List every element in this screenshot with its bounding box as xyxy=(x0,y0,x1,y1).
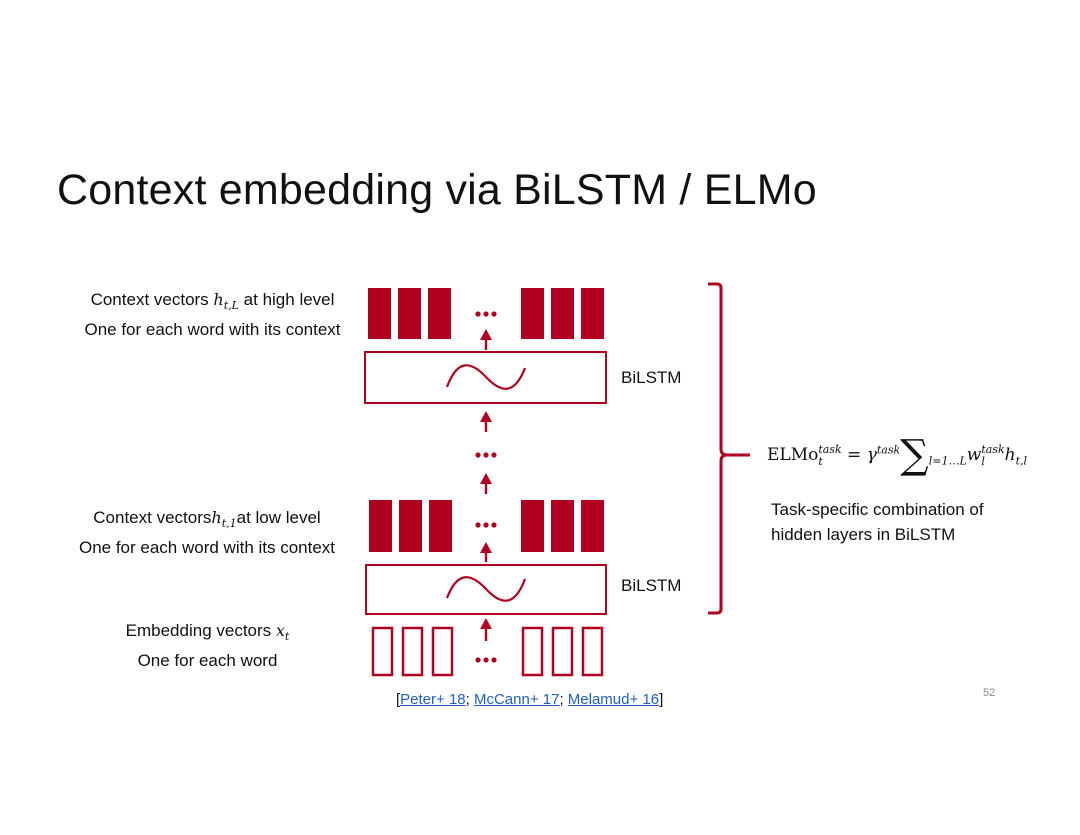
ellipsis-dots-embed xyxy=(475,657,497,663)
embedding-label: Embedding vectors xt One for each word xyxy=(100,619,315,673)
low-level-label-line1: Context vectorsht,1at low level xyxy=(93,508,321,531)
low-level-label: Context vectorsht,1at low level One for … xyxy=(62,506,352,560)
embedding-vector xyxy=(521,626,544,677)
citation-link-mccann[interactable]: McCann+ 17 xyxy=(473,691,560,708)
page-number: 52 xyxy=(983,687,996,699)
tilde-icon xyxy=(445,364,527,390)
context-vector-low xyxy=(551,500,574,552)
embedding-vector xyxy=(401,626,424,677)
context-vector-low xyxy=(429,500,452,552)
context-vector-high xyxy=(521,288,544,339)
arrow-up xyxy=(480,411,492,432)
citation-link-peter[interactable]: Peter+ 18 xyxy=(400,691,466,708)
high-level-label: Context vectors ht,L at high level One f… xyxy=(70,288,355,342)
context-vector-high xyxy=(398,288,421,339)
formula-description: Task-specific combination of hidden laye… xyxy=(771,500,984,544)
bilstm-label-bottom: BiLSTM xyxy=(621,576,682,595)
bilstm-box-top xyxy=(364,351,607,404)
context-vector-high xyxy=(581,288,604,339)
arrow-up xyxy=(480,473,492,494)
citation-link-melamud[interactable]: Melamud+ 16 xyxy=(567,691,660,708)
bilstm-box-bottom xyxy=(365,564,607,615)
citation: [Peter+ 18; McCann+ 17; Melamud+ 16] xyxy=(396,691,664,708)
embedding-vector xyxy=(551,626,574,677)
embedding-vectors xyxy=(371,626,604,677)
context-vector-high xyxy=(368,288,391,339)
embedding-label-line1: Embedding vectors xt xyxy=(125,621,290,644)
embedding-label-line2: One for each word xyxy=(137,651,278,671)
high-level-vectors xyxy=(368,288,604,339)
context-vector-high xyxy=(551,288,574,339)
arrow-up xyxy=(480,329,492,350)
context-vector-low xyxy=(369,500,392,552)
context-vector-low xyxy=(581,500,604,552)
ellipsis-dots-middle xyxy=(475,452,497,458)
low-level-vectors xyxy=(369,500,604,552)
ellipsis-dots-low xyxy=(475,522,497,528)
tilde-icon xyxy=(445,576,527,602)
arrow-up xyxy=(480,542,492,562)
slide-title: Context embedding via BiLSTM / ELMo xyxy=(57,166,817,214)
context-vector-low xyxy=(521,500,544,552)
high-level-label-line1: Context vectors ht,L at high level xyxy=(90,290,335,313)
embedding-vector xyxy=(431,626,454,677)
embedding-vector xyxy=(581,626,604,677)
context-vector-high xyxy=(428,288,451,339)
ellipsis-dots-high xyxy=(475,311,497,317)
low-level-label-line2: One for each word with its context xyxy=(78,538,336,558)
bilstm-label-top: BiLSTM xyxy=(621,368,682,387)
embedding-vector xyxy=(371,626,394,677)
arrow-up xyxy=(480,618,492,641)
curly-brace xyxy=(708,282,750,615)
context-vector-low xyxy=(399,500,422,552)
high-level-label-line2: One for each word with its context xyxy=(84,320,341,340)
